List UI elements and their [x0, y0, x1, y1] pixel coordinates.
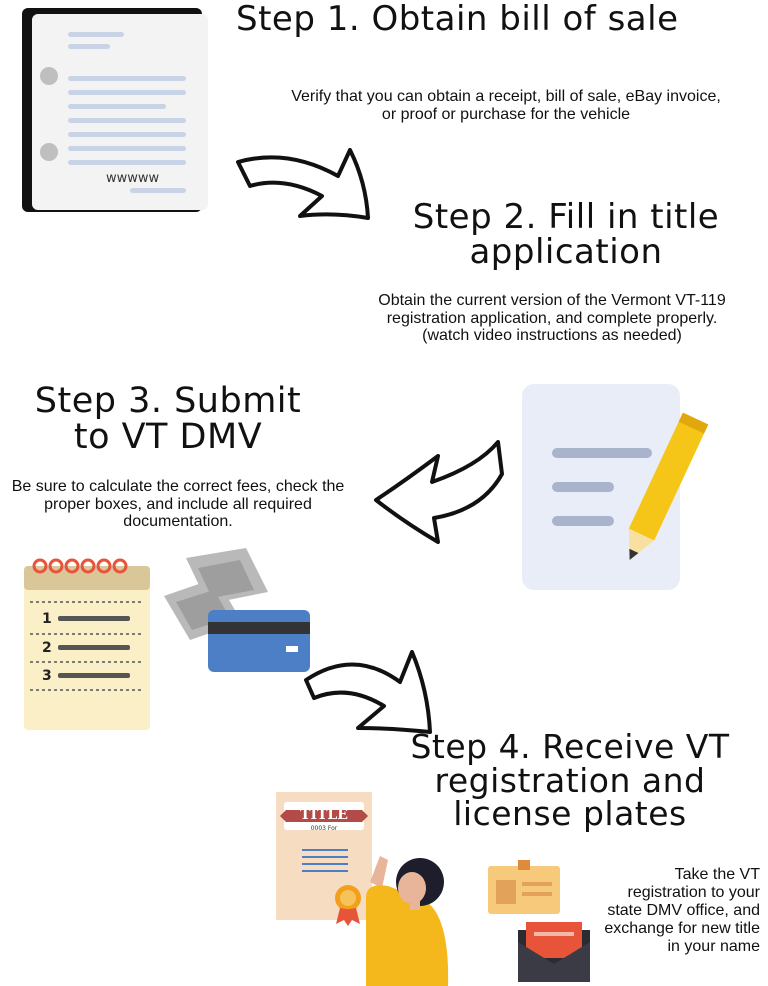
- step-4-description: Take the VT registration to your state D…: [604, 866, 760, 955]
- step-3-description: Be sure to calculate the correct fees, c…: [11, 478, 345, 531]
- step-4-heading-line1: Step 4. Receive VT: [410, 727, 730, 766]
- checklist-number-1: 1: [42, 611, 52, 627]
- step-3-heading: Step 3. Submit to VT DMV: [0, 381, 336, 457]
- step-2-heading-line2: application: [469, 231, 663, 272]
- arrow-3-icon: [300, 640, 440, 736]
- document-pencil-illustration: [516, 382, 720, 592]
- arrow-2-icon: [366, 436, 516, 548]
- step-1-heading: Step 1. Obtain bill of sale: [236, 0, 679, 39]
- step-2-description: Obtain the current version of the Vermon…: [378, 292, 726, 345]
- bill-of-sale-illustration: wwwww: [20, 6, 210, 214]
- cash-card-illustration: [156, 548, 316, 680]
- envelope-card-illustration: [488, 860, 594, 984]
- step-2-heading: Step 2. Fill in title application: [396, 200, 736, 269]
- title-certificate-illustration: TITLE 0003 For: [270, 786, 470, 986]
- checklist-number-2: 2: [42, 640, 52, 656]
- step-4-heading-line3: license plates: [453, 794, 687, 834]
- step-4-heading-line2: registration and: [434, 760, 706, 800]
- step-2-heading-line1: Step 2. Fill in title: [412, 197, 720, 237]
- step-1-description: Verify that you can obtain a receipt, bi…: [291, 88, 721, 123]
- step-4-heading: Step 4. Receive VT registration and lice…: [380, 730, 760, 831]
- title-word-text: TITLE: [300, 807, 348, 823]
- title-subtext: 0003 For: [311, 825, 338, 832]
- checklist-number-3: 3: [42, 668, 52, 684]
- arrow-1-icon: [228, 140, 378, 222]
- step-3-heading-line1: Step 3. Submit: [34, 381, 302, 421]
- checklist-notepad-illustration: 1 2 3: [20, 552, 154, 732]
- signature-text: wwwww: [106, 171, 160, 186]
- step-3-heading-line2: to VT DMV: [73, 416, 263, 457]
